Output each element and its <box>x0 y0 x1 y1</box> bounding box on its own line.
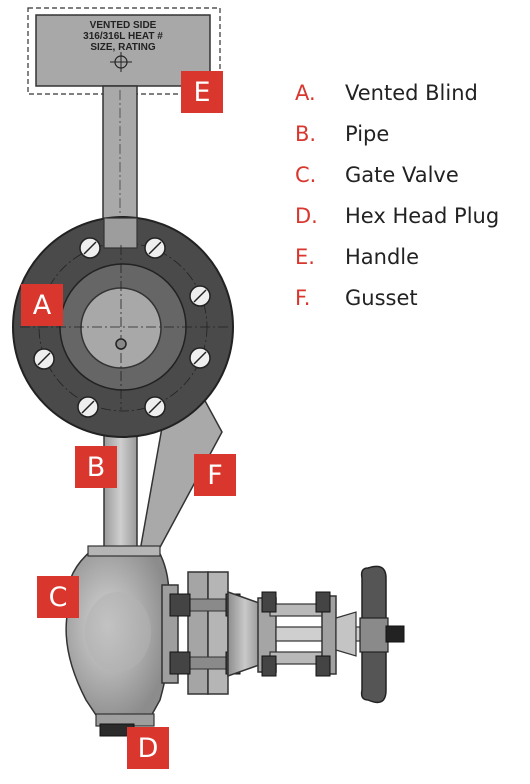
legend-item-handle: E. Handle <box>295 236 499 277</box>
callout-badge-f: F <box>194 454 236 496</box>
legend-letter: E. <box>295 244 315 269</box>
bolt-slash-marks <box>37 241 207 414</box>
legend-letter: A. <box>295 80 316 105</box>
legend-label: Pipe <box>345 121 390 146</box>
handle-tag-outline <box>27 7 221 95</box>
legend-item-gate-valve: C. Gate Valve <box>295 154 499 195</box>
blind-flange-neck <box>103 217 138 249</box>
legend-letter: F. <box>295 285 311 310</box>
hex-nut <box>315 655 331 677</box>
callout-badge-e: E <box>181 71 223 113</box>
legend-letter: C. <box>295 162 317 187</box>
hex-nut <box>169 651 191 675</box>
valve-body-boss <box>85 592 151 672</box>
stem-nut <box>385 625 405 643</box>
blind-stamp-line3: SIZE, RATING <box>90 42 156 53</box>
legend-letter: B. <box>295 121 317 146</box>
legend-item-vented-blind: A. Vented Blind <box>295 72 499 113</box>
vent-hole <box>115 338 127 350</box>
handwheel-hub <box>359 617 389 653</box>
legend-letter: D. <box>295 203 318 228</box>
legend-item-hex-head-plug: D. Hex Head Plug <box>295 195 499 236</box>
valve-bonnet <box>227 590 263 678</box>
vented-blind <box>12 216 234 438</box>
legend-item-gusset: F. Gusset <box>295 277 499 318</box>
hex-nut <box>261 591 277 613</box>
gate-valve <box>65 545 405 737</box>
blind-stamp-line2: 316/316L HEAT # <box>83 31 163 42</box>
legend-item-pipe: B. Pipe <box>295 113 499 154</box>
legend-label: Vented Blind <box>345 80 478 105</box>
hex-nut <box>261 655 277 677</box>
legend-label: Hex Head Plug <box>345 203 500 228</box>
hex-nut <box>169 593 191 617</box>
callout-badge-a: A <box>21 284 63 326</box>
hex-nut <box>315 591 331 613</box>
legend-label: Handle <box>345 244 420 269</box>
handle: VENTED SIDE 316/316L HEAT # SIZE, RATING <box>27 7 221 243</box>
valve-bonnet-flange-right <box>207 571 229 695</box>
legend-label: Gate Valve <box>345 162 459 187</box>
valve-bonnet-flange <box>187 571 209 695</box>
yoke-sleeve <box>335 611 357 657</box>
legend-label: Gusset <box>345 285 418 310</box>
blind-stamp-line1: VENTED SIDE <box>90 20 157 31</box>
callout-legend: A. Vented Blind B. Pipe C. Gate Valve D.… <box>295 72 499 318</box>
tag-crosshair-icon <box>110 52 132 72</box>
callout-badge-d: D <box>127 727 169 769</box>
callout-badge-b: B <box>75 446 117 488</box>
valve-top-collar <box>87 545 161 557</box>
callout-badge-c: C <box>37 576 79 618</box>
